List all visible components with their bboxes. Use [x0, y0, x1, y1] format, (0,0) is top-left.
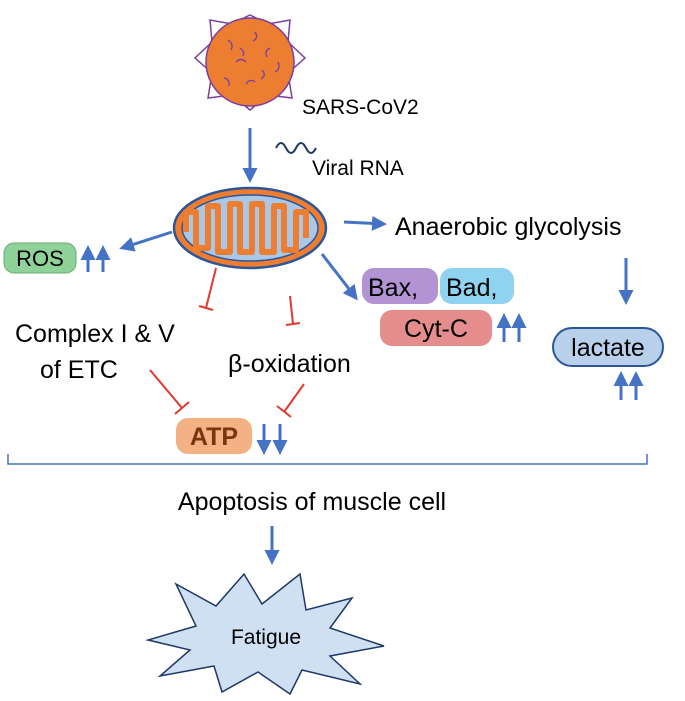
viral-rna-label: Viral RNA — [312, 157, 404, 180]
anaerobic-label: Anaerobic glycolysis — [395, 213, 622, 241]
cytc-badge — [380, 310, 492, 346]
lactate-label: lactate — [571, 334, 645, 362]
complex-inhibits-atp — [149, 369, 190, 415]
lactate-badge — [552, 327, 664, 367]
down-arrows-icon — [256, 424, 288, 455]
mito-inhibits-complex — [198, 267, 217, 311]
beta-oxidation-label: β-oxidation — [228, 350, 351, 378]
apoptosis-label: Apoptosis of muscle cell — [178, 488, 446, 516]
fatigue-starburst-icon — [145, 572, 385, 696]
virus-icon — [193, 14, 307, 111]
bax-badge — [362, 268, 438, 304]
atp-label: ATP — [190, 423, 238, 451]
grouping-bracket — [7, 454, 648, 465]
rna-strand-icon — [275, 142, 317, 154]
fatigue-label: Fatigue — [231, 626, 301, 649]
mito-to-ros-arrow — [119, 230, 173, 252]
complex-label-line1: Complex I & V — [15, 320, 175, 348]
beta-oxidation-inhibits-atp — [276, 383, 305, 418]
bad-badge — [440, 268, 514, 304]
mito-to-glycolysis-arrow — [343, 215, 387, 231]
mito-inhibits-beta-oxidation — [285, 295, 301, 326]
cytc-label: Cyt-C — [404, 315, 468, 343]
bax-label: Bax, — [368, 274, 418, 302]
complex-label-line2: of ETC — [40, 356, 118, 384]
ros-label: ROS — [16, 246, 64, 271]
atp-badge — [176, 418, 252, 454]
virus-label: SARS-CoV2 — [302, 96, 419, 119]
mito-to-bax-arrow — [320, 253, 358, 301]
up-arrows-icon — [80, 245, 111, 272]
up-arrows-icon — [613, 371, 644, 400]
up-arrows-icon — [496, 313, 527, 342]
mitochondrion-icon — [172, 186, 328, 270]
ros-badge — [3, 242, 77, 274]
bad-label: Bad, — [446, 274, 497, 302]
